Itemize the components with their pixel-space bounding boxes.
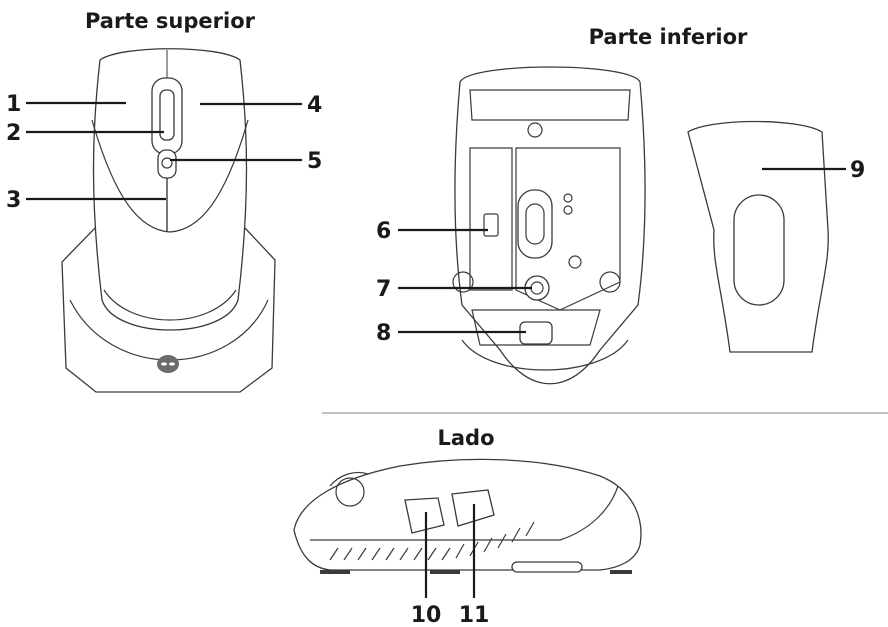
callout-2: 2 bbox=[6, 121, 164, 146]
callout-1: 1 bbox=[6, 92, 126, 117]
svg-text:5: 5 bbox=[307, 149, 322, 174]
title-top-view: Parte superior bbox=[85, 9, 256, 33]
mouse-side-view bbox=[293, 458, 642, 574]
svg-text:7: 7 bbox=[376, 277, 391, 302]
callout-11: 11 bbox=[459, 504, 490, 627]
callout-7: 7 bbox=[376, 277, 532, 302]
callout-4: 4 bbox=[200, 93, 322, 118]
callout-8: 8 bbox=[376, 321, 526, 346]
callout-9: 9 bbox=[762, 158, 865, 183]
svg-text:8: 8 bbox=[376, 321, 391, 346]
svg-text:9: 9 bbox=[850, 158, 865, 183]
callout-5: 5 bbox=[170, 149, 322, 174]
title-side-view: Lado bbox=[437, 426, 494, 450]
svg-text:1: 1 bbox=[6, 92, 21, 117]
svg-text:2: 2 bbox=[6, 121, 21, 146]
svg-text:4: 4 bbox=[307, 93, 322, 118]
mouse-cover-piece bbox=[687, 120, 829, 353]
callout-6: 6 bbox=[376, 219, 488, 244]
mouse-bottom-view bbox=[452, 66, 646, 385]
mouse-top-view bbox=[61, 48, 276, 393]
svg-text:10: 10 bbox=[411, 603, 442, 627]
title-bottom-view: Parte inferior bbox=[589, 25, 748, 49]
svg-text:11: 11 bbox=[459, 603, 490, 627]
svg-text:3: 3 bbox=[6, 188, 21, 213]
callout-10: 10 bbox=[411, 512, 442, 627]
svg-text:6: 6 bbox=[376, 219, 391, 244]
callout-3: 3 bbox=[6, 188, 166, 213]
